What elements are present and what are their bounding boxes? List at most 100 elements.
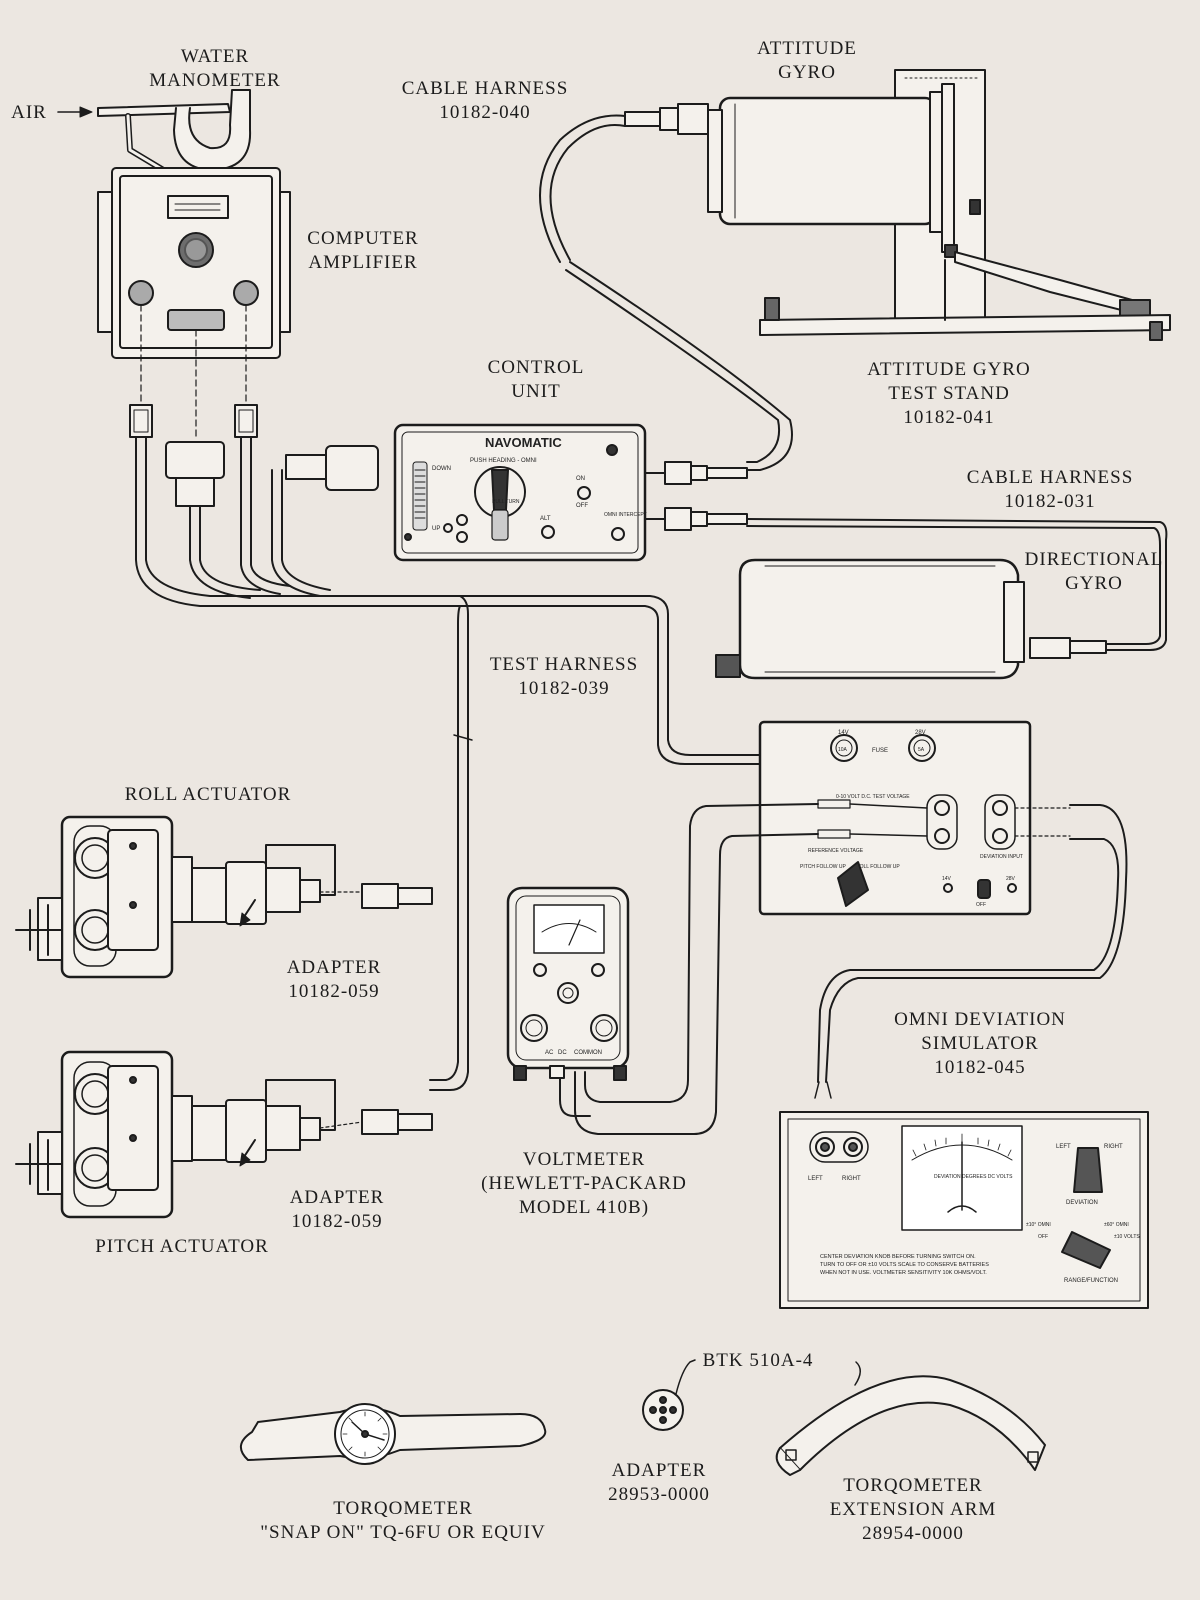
adapter-28953-line-1: ADAPTER — [611, 1460, 707, 1481]
cable-harness-040-line-1: CABLE HARNESS — [401, 78, 569, 99]
directional-gyro — [715, 558, 1107, 680]
deviation-input-label: DEVIATION INPUT — [980, 854, 1023, 860]
adapter-roll-label: ADAPTER 10182-059 — [287, 956, 382, 1004]
roll-actuator-text: ROLL ACTUATOR — [124, 784, 292, 805]
simulator-notice-1: CENTER DEVIATION KNOB BEFORE TURNING SWI… — [820, 1254, 976, 1260]
cable-harness-040-line-2: 10182-040 — [439, 102, 531, 123]
voltmeter-common-label: COMMON — [574, 1050, 602, 1056]
pull-turn-label: PULL TURN — [492, 499, 520, 505]
control-unit: NAVOMATIC PUSH HEADING - OMNI DOWN UP PU… — [393, 423, 647, 562]
adapter-28953-label: ADAPTER 28953-0000 — [608, 1459, 710, 1507]
voltmeter-line-2: (HEWLETT-PACKARD — [481, 1173, 687, 1194]
fuse-label: FUSE — [872, 748, 888, 754]
omni-deviation-simulator-label: OMNI DEVIATION SIMULATOR 10182-045 — [894, 1008, 1066, 1080]
voltmeter-label: VOLTMETER (HEWLETT-PACKARD MODEL 410B) — [481, 1148, 687, 1220]
test-stand-line-3: 10182-041 — [903, 407, 995, 428]
reference-voltage-label: REFERENCE VOLTAGE — [808, 848, 864, 854]
test-harness-039-label: TEST HARNESS 10182-039 — [490, 653, 638, 701]
voltmeter-dc-label: DC — [558, 1050, 567, 1056]
torqometer-arm-label: TORQOMETER EXTENSION ARM 28954-0000 — [830, 1474, 997, 1546]
cable-harness-031 — [746, 518, 1168, 651]
computer-amplifier — [97, 167, 291, 359]
attitude-gyro-line-2: GYRO — [778, 62, 836, 83]
simulator-left-label: LEFT — [808, 1176, 823, 1182]
cable-harness-031-label: CABLE HARNESS 10182-031 — [967, 466, 1134, 514]
water-manometer — [57, 89, 252, 189]
control-unit-connectors — [644, 461, 748, 531]
cable-harness-031-line-2: 10182-031 — [1004, 491, 1096, 512]
test-box-14v-bottom: 14V — [942, 876, 952, 882]
torqometer-label: TORQOMETER "SNAP ON" TQ-6FU OR EQUIV — [260, 1497, 545, 1545]
adapter-pitch-line-2: 10182-059 — [291, 1211, 383, 1232]
attitude-gyro — [707, 69, 1171, 341]
test-harness-line-1: TEST HARNESS — [489, 654, 639, 675]
fuse-10a-label: 10A — [838, 747, 848, 753]
adapter-28953-line-2: 28953-0000 — [608, 1484, 710, 1505]
range-off-label: OFF — [1038, 1234, 1048, 1240]
omni-10-label: ±10° OMNI — [1026, 1222, 1051, 1228]
simulator-notice-3: WHEN NOT IN USE. VOLTMETER SENSITIVITY 1… — [820, 1270, 987, 1276]
torqometer-arm-line-2: EXTENSION ARM — [829, 1499, 997, 1520]
cable-harness-040 — [539, 103, 793, 471]
computer-amplifier-line-1: COMPUTER — [307, 228, 419, 249]
control-unit-label: CONTROL UNIT — [488, 356, 585, 404]
pitch-follow-up-label: PITCH FOLLOW UP — [800, 864, 847, 870]
test-box-off-label: OFF — [976, 902, 986, 908]
air-label-text: AIR — [11, 102, 47, 123]
test-box-14v-top: 14V — [838, 730, 849, 736]
test-stand-line-2: TEST STAND — [888, 383, 1010, 404]
amplifier-cables — [129, 304, 461, 607]
roll-actuator — [15, 815, 433, 979]
voltmeter-line-1: VOLTMETER — [522, 1149, 646, 1170]
adapter-pitch-line-1: ADAPTER — [289, 1187, 385, 1208]
adapter-28953 — [642, 1359, 696, 1431]
btk-text: BTK 510A-4 — [702, 1350, 814, 1371]
deviation-label: DEVIATION — [1066, 1200, 1098, 1206]
simulator-line-2: SIMULATOR — [921, 1033, 1039, 1054]
test-stand-line-1: ATTITUDE GYRO — [867, 359, 1031, 380]
air-label: AIR — [11, 101, 47, 125]
down-label: DOWN — [432, 466, 451, 472]
computer-amplifier-label: COMPUTER AMPLIFIER — [307, 227, 418, 275]
fuse-5a-label: 5A — [918, 747, 925, 753]
control-unit-line-1: CONTROL — [487, 357, 585, 378]
voltmeter-line-3: MODEL 410B) — [518, 1197, 650, 1218]
deviation-right-label: RIGHT — [1104, 1144, 1123, 1150]
attitude-gyro-test-stand-label: ATTITUDE GYRO TEST STAND 10182-041 — [867, 358, 1030, 430]
attitude-gyro-label: ATTITUDE GYRO — [757, 37, 857, 85]
simulator-line-1: OMNI DEVIATION — [894, 1009, 1066, 1030]
roll-follow-up-label: ROLL FOLLOW UP — [856, 864, 900, 870]
pitch-actuator-text: PITCH ACTUATOR — [95, 1236, 269, 1257]
range-function-label: RANGE/FUNCTION — [1064, 1278, 1118, 1284]
omni-intercept-label: OMNI INTERCEPT — [604, 512, 647, 518]
water-manometer-label: WATER MANOMETER — [149, 45, 280, 93]
omni-60-label: ±60° OMNI — [1104, 1222, 1129, 1228]
control-unit-line-2: UNIT — [511, 381, 561, 402]
adapter-roll-line-1: ADAPTER — [286, 957, 382, 978]
computer-amplifier-line-2: AMPLIFIER — [308, 252, 418, 273]
up-label: UP — [432, 526, 440, 532]
torqometer-line-2: "SNAP ON" TQ-6FU OR EQUIV — [260, 1522, 546, 1543]
simulator-meter-scale: DEVIATION DEGREES DC VOLTS — [934, 1174, 1013, 1180]
test-harness-039 — [429, 595, 761, 1091]
test-harness-line-2: 10182-039 — [518, 678, 610, 699]
simulator-right-label: RIGHT — [842, 1176, 861, 1182]
omni-deviation-simulator-panel: LEFT RIGHT DEVIATION DEGREES DC VOLTS LE… — [779, 1111, 1149, 1309]
pitch-actuator — [15, 1050, 433, 1219]
test-box: 14V 28V FUSE 10A 5A 0-10 VOLT D.C. TEST … — [758, 720, 1128, 1099]
simulator-notice-2: TURN TO OFF OR ±10 VOLTS SCALE TO CONSER… — [820, 1262, 989, 1268]
water-manometer-line-1: WATER — [180, 46, 250, 67]
torqometer-arm-line-1: TORQOMETER — [843, 1475, 983, 1496]
cable-harness-040-label: CABLE HARNESS 10182-040 — [402, 77, 569, 125]
directional-gyro-label: DIRECTIONAL GYRO — [1025, 548, 1164, 596]
voltmeter-hp410b: AC DC COMMON — [506, 886, 630, 1081]
pitch-actuator-label: PITCH ACTUATOR — [95, 1235, 269, 1259]
water-manometer-line-2: MANOMETER — [149, 70, 281, 91]
push-heading-label: PUSH HEADING - OMNI — [470, 458, 537, 464]
volts-10-label: ±10 VOLTS — [1114, 1234, 1140, 1240]
voltmeter-ac-label: AC — [545, 1050, 554, 1056]
deviation-left-label: LEFT — [1056, 1144, 1071, 1150]
test-box-28v-bottom: 28V — [1006, 876, 1016, 882]
off-label: OFF — [576, 503, 588, 509]
